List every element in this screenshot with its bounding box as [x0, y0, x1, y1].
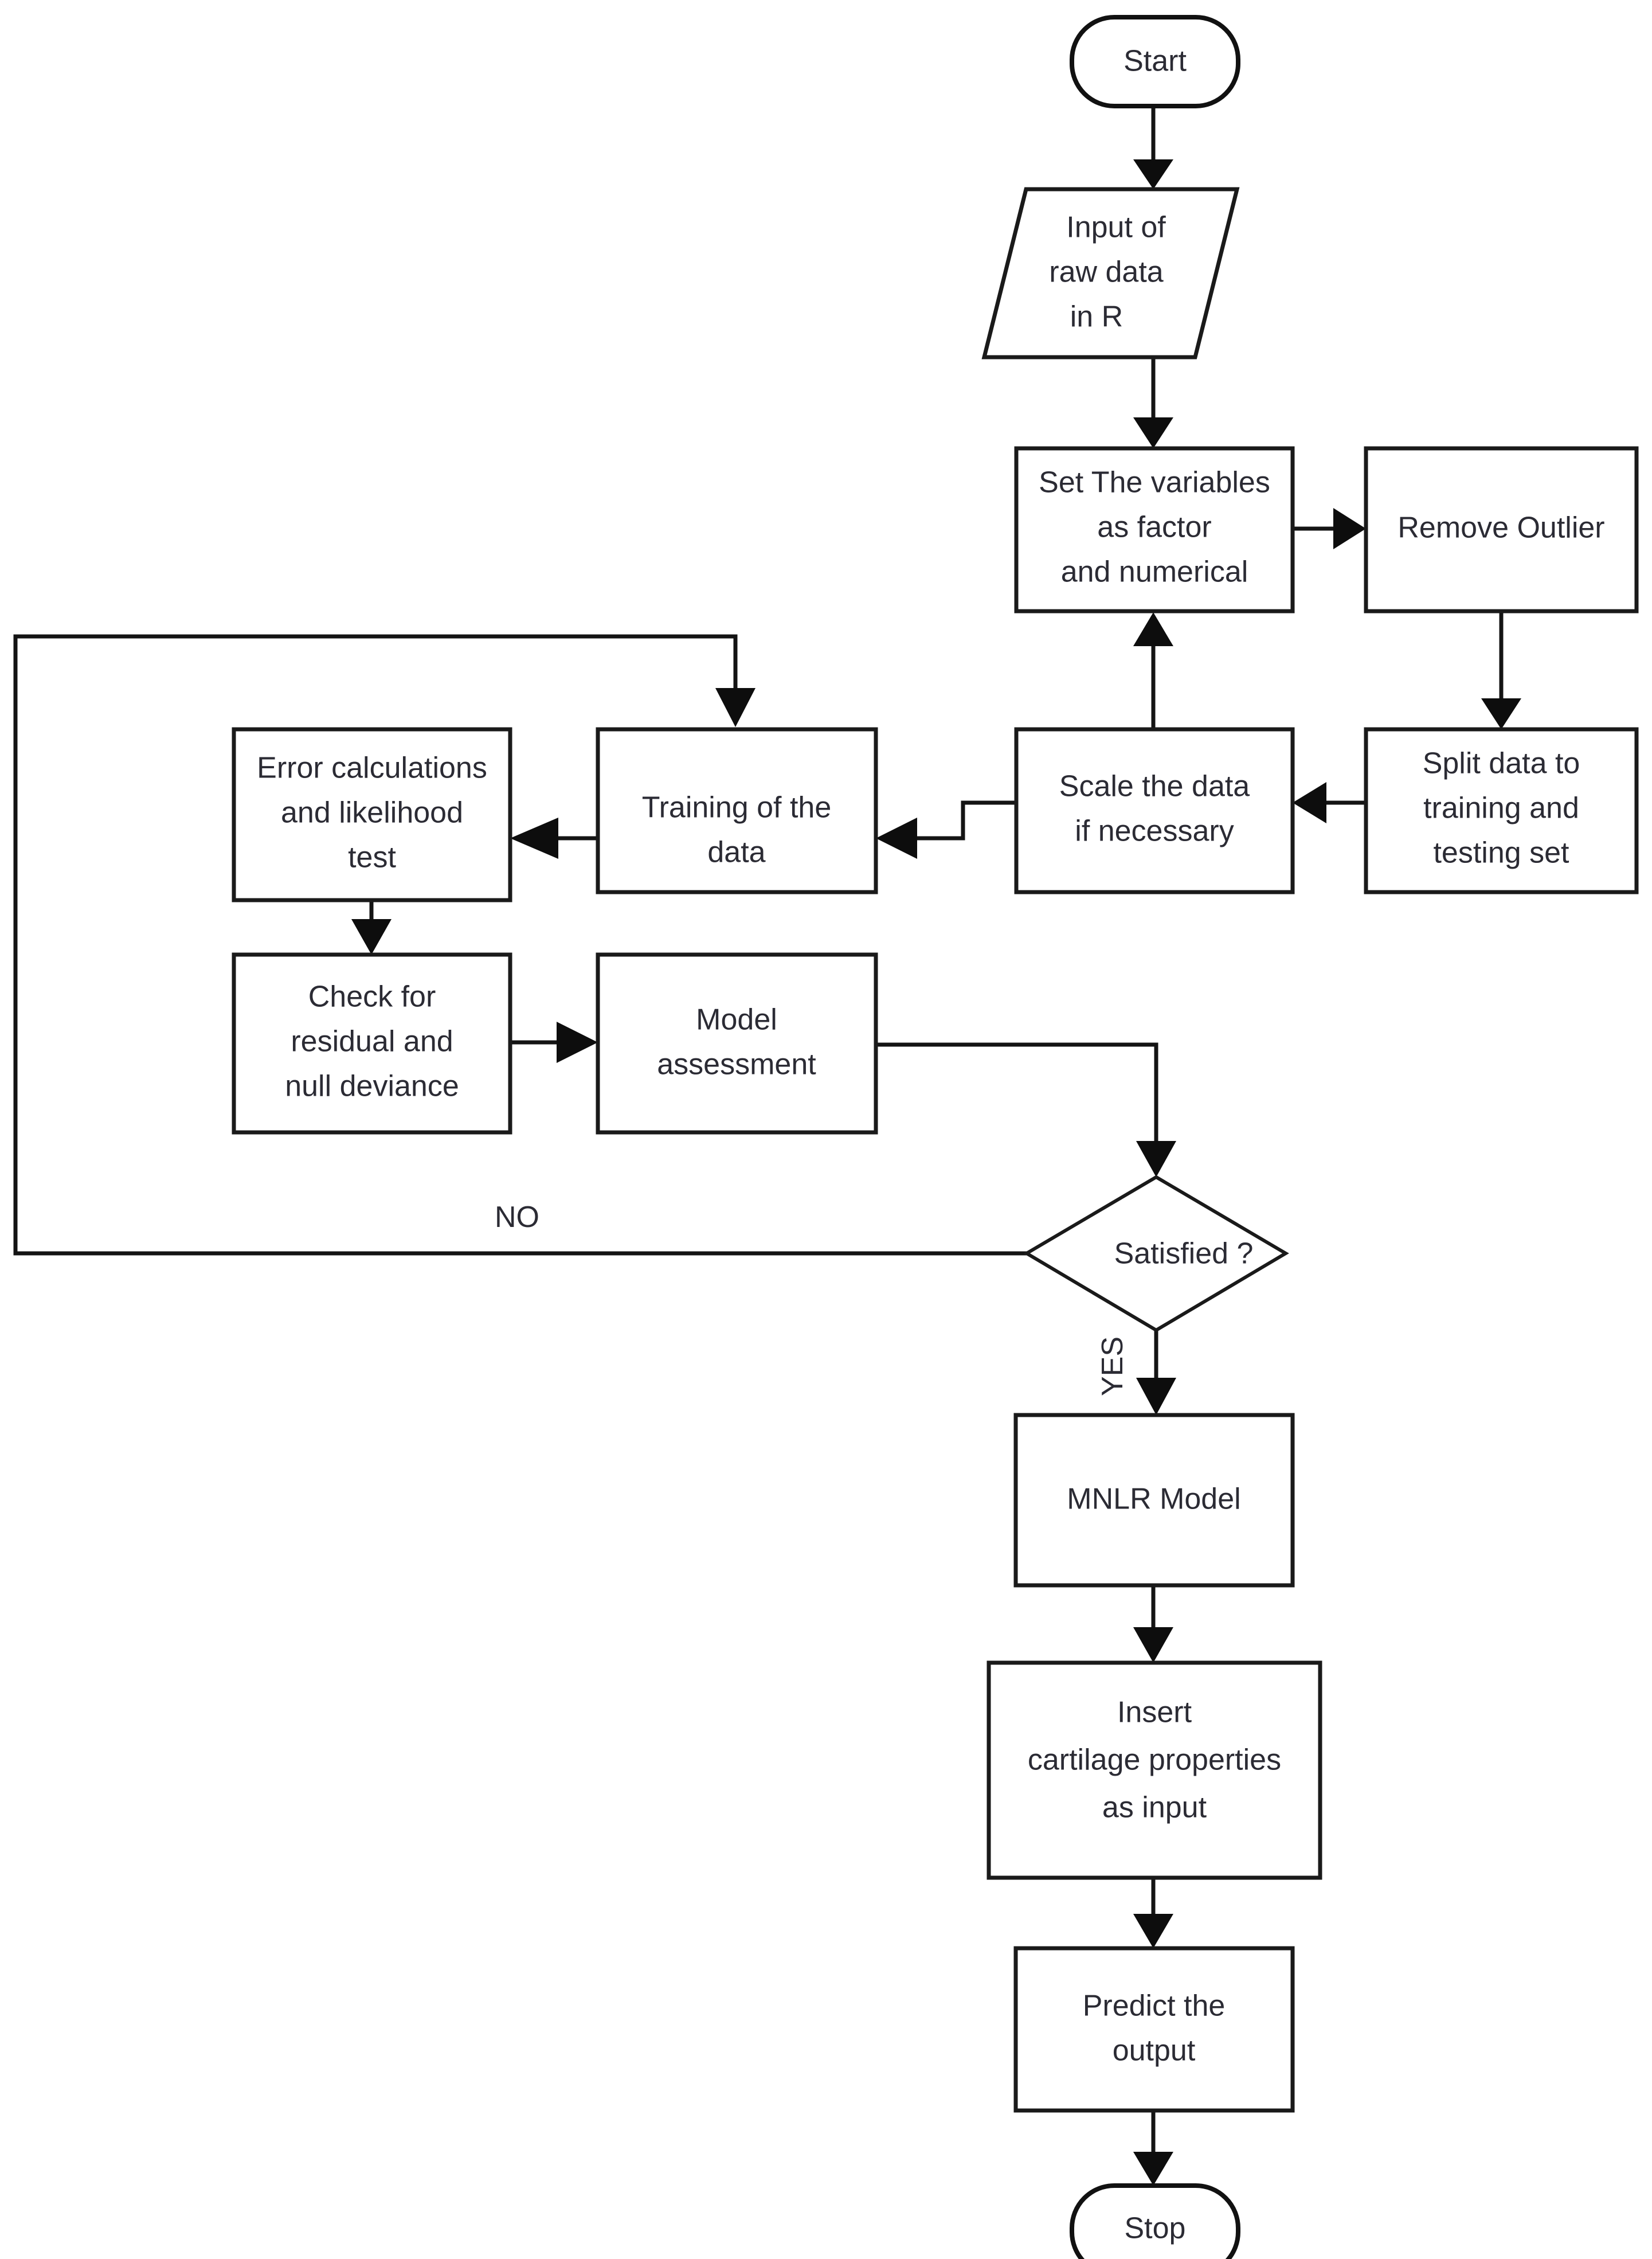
node-insert-cartilage-line2: cartilage properties [1028, 1744, 1281, 1777]
node-training-data-line2: data [707, 836, 765, 869]
node-mnlr-model-line1: MNLR Model [1067, 1483, 1240, 1516]
node-start[interactable]: Start [1070, 15, 1240, 108]
node-insert-cartilage-line1: Insert [1117, 1696, 1192, 1729]
node-model-assessment-line1: Model [696, 1003, 777, 1037]
edge-error-calculations-to-check-residual [351, 900, 392, 955]
edge-training-to-error-calculations [510, 818, 598, 859]
node-error-calculations-line1: Error calculations [257, 752, 487, 785]
node-split-data-line3: testing set [1433, 837, 1569, 870]
node-stop[interactable]: Stop [1070, 2183, 1240, 2259]
edge-scale-data-to-set-variables [1133, 612, 1173, 729]
node-set-variables-line2: as factor [1097, 511, 1211, 544]
node-set-variables-line1: Set The variables [1039, 466, 1270, 499]
node-error-calculations-line2: and likelihood [281, 796, 463, 830]
edge-model-assessment-to-satisfied [876, 1042, 1176, 1177]
node-training-data-line1: Training of the [642, 791, 831, 824]
node-split-data-line1: Split data to [1423, 747, 1580, 780]
node-check-residual[interactable]: Check for residual and null deviance [232, 952, 512, 1135]
node-set-variables-line3: and numerical [1061, 556, 1248, 589]
node-insert-cartilage[interactable]: Insert cartilage properties as input [986, 1660, 1322, 1880]
node-scale-data-line1: Scale the data [1059, 770, 1250, 803]
node-training-data[interactable]: Training of the data [596, 727, 878, 894]
edge-check-residual-to-model-assessment [510, 1022, 598, 1063]
edge-scale-data-to-training [876, 800, 1016, 859]
node-input-raw-data-line2: raw data [1049, 256, 1164, 289]
node-error-calculations-line3: test [348, 841, 396, 874]
node-remove-outlier-line1: Remove Outlier [1397, 511, 1604, 545]
edge-mnlr-to-insert-cartilage [1133, 1585, 1173, 1663]
edge-label-no: NO [495, 1201, 539, 1234]
node-scale-data[interactable]: Scale the data if necessary [1014, 727, 1295, 894]
node-satisfied-label: Satisfied ? [1114, 1237, 1254, 1271]
node-predict-output[interactable]: Predict the output [1013, 1946, 1295, 2113]
edge-satisfied-yes-to-mnlr [1136, 1330, 1176, 1415]
node-model-assessment-line2: assessment [657, 1048, 816, 1081]
node-predict-output-line1: Predict the [1083, 1990, 1226, 2023]
node-remove-outlier[interactable]: Remove Outlier [1364, 446, 1639, 613]
edge-insert-cartilage-to-predict [1133, 1878, 1173, 1948]
node-split-data[interactable]: Split data to training and testing set [1364, 727, 1639, 894]
node-check-residual-line3: null deviance [285, 1070, 459, 1103]
edge-split-data-to-scale-data [1293, 782, 1366, 823]
node-start-label: Start [1123, 45, 1187, 78]
edge-input-to-set-variables [1133, 358, 1173, 448]
node-satisfied-decision[interactable]: Satisfied ? [1023, 1175, 1289, 1332]
edge-label-yes: YES [1096, 1336, 1129, 1396]
node-insert-cartilage-line3: as input [1102, 1791, 1207, 1824]
node-input-raw-data[interactable]: Input of raw data in R [981, 187, 1240, 359]
node-input-raw-data-line3: in R [1070, 300, 1123, 334]
node-scale-data-line2: if necessary [1075, 815, 1234, 848]
node-model-assessment[interactable]: Model assessment [596, 952, 878, 1135]
edge-start-to-input [1133, 107, 1173, 189]
node-check-residual-line1: Check for [308, 980, 436, 1014]
edge-predict-to-stop [1133, 2110, 1173, 2186]
node-input-raw-data-line1: Input of [1066, 211, 1166, 244]
node-mnlr-model[interactable]: MNLR Model [1013, 1413, 1295, 1588]
node-stop-label: Stop [1125, 2212, 1186, 2245]
edge-satisfied-no-loop [13, 634, 1032, 1256]
edge-set-variables-to-remove-outlier [1293, 508, 1366, 549]
node-set-variables[interactable]: Set The variables as factor and numerica… [1014, 446, 1295, 613]
node-error-calculations[interactable]: Error calculations and likelihood test [232, 727, 512, 902]
node-check-residual-line2: residual and [291, 1025, 453, 1058]
node-split-data-line2: training and [1423, 792, 1579, 825]
edge-remove-outlier-to-split-data [1481, 611, 1521, 729]
node-predict-output-line2: output [1113, 2034, 1196, 2068]
